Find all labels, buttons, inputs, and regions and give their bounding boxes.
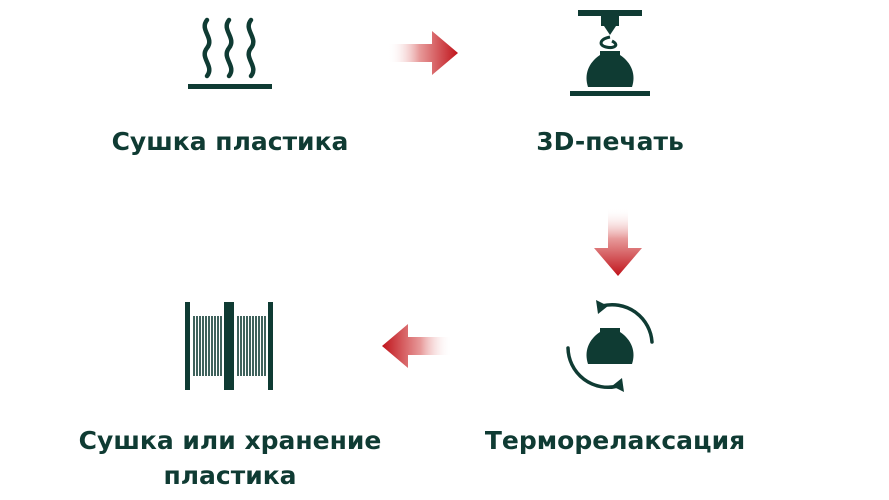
3d-printer-icon	[560, 5, 660, 100]
arrow-right-icon	[388, 28, 460, 78]
step-label-storage-line1: Сушка или хранение	[78, 426, 382, 455]
step-label-storage-line2: пластика	[163, 461, 297, 490]
thermo-relaxation-cycle-icon	[560, 298, 660, 393]
steam-heat-icon	[185, 12, 275, 92]
step-label-relaxation: Терморелаксация	[484, 426, 746, 455]
arrow-down-icon	[592, 208, 644, 278]
arrow-left-icon	[380, 321, 452, 371]
filament-spools-icon	[183, 302, 275, 390]
step-label-drying: Сушка пластика	[111, 127, 349, 156]
step-label-printing: 3D-печать	[536, 127, 684, 156]
